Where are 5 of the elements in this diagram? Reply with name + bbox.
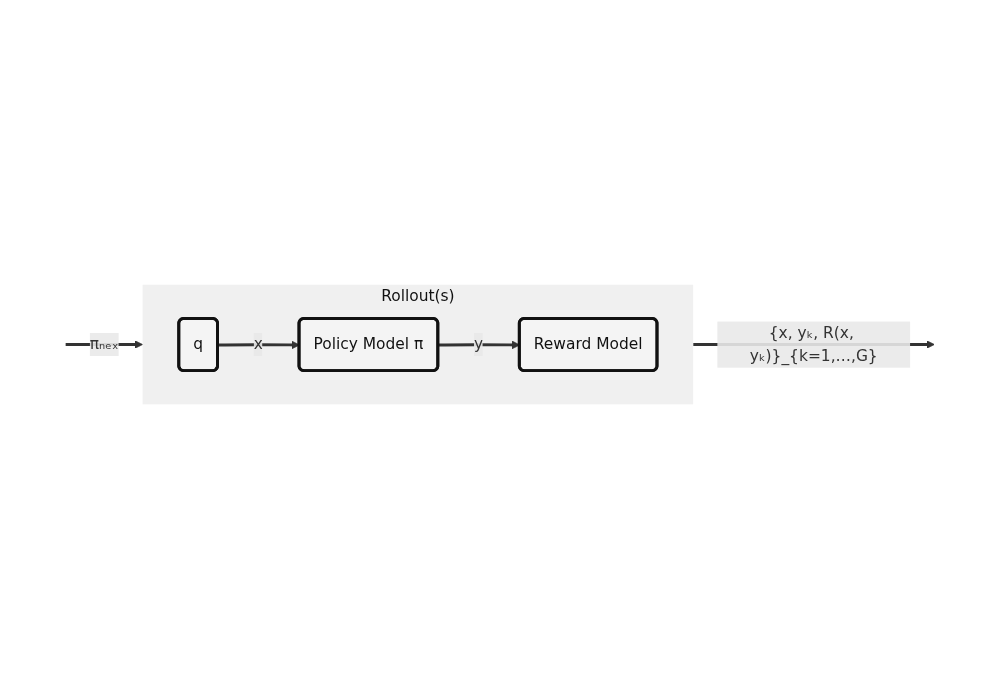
edge-label: {x, yₖ, R(x, yₖ)}_{k=1,…,G} <box>749 323 878 366</box>
edge-label: y <box>474 335 484 354</box>
edge-label: πₙₑₓ <box>89 335 119 354</box>
arrow <box>218 341 300 350</box>
edge-label: x <box>253 335 263 354</box>
